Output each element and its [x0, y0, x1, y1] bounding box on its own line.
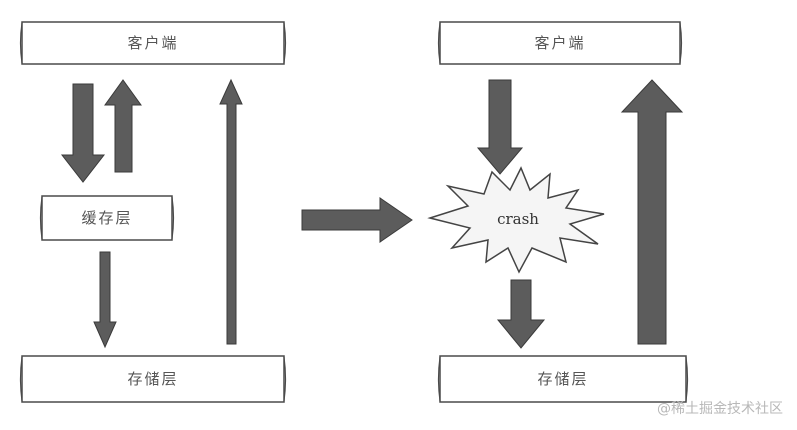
crash-burst: crash [427, 166, 605, 274]
watermark: @稀土掘金技术社区 [657, 401, 783, 417]
crash-label: crash [497, 210, 539, 228]
right-storage-box: 存储层 [437, 355, 689, 403]
left-storage-label: 存储层 [127, 370, 178, 388]
left-arrow-cache-to-client [104, 79, 142, 173]
left-cache-label: 缓存层 [81, 209, 132, 227]
left-client-label: 客户端 [127, 34, 178, 52]
transition-arrow [301, 197, 413, 243]
left-cache-box: 缓存层 [39, 195, 175, 241]
right-arrow-storage-to-client [620, 79, 684, 345]
left-storage-box: 存储层 [19, 355, 287, 403]
left-client-box: 客户端 [19, 21, 287, 65]
left-arrow-client-to-cache [60, 83, 106, 183]
right-client-box: 客户端 [437, 21, 683, 65]
right-arrow-client-to-crash [476, 79, 524, 175]
left-arrow-storage-to-client [219, 78, 243, 345]
right-storage-label: 存储层 [537, 370, 588, 388]
right-arrow-crash-to-storage [496, 279, 546, 349]
left-arrow-cache-to-storage [93, 251, 117, 349]
right-client-label: 客户端 [534, 34, 585, 52]
